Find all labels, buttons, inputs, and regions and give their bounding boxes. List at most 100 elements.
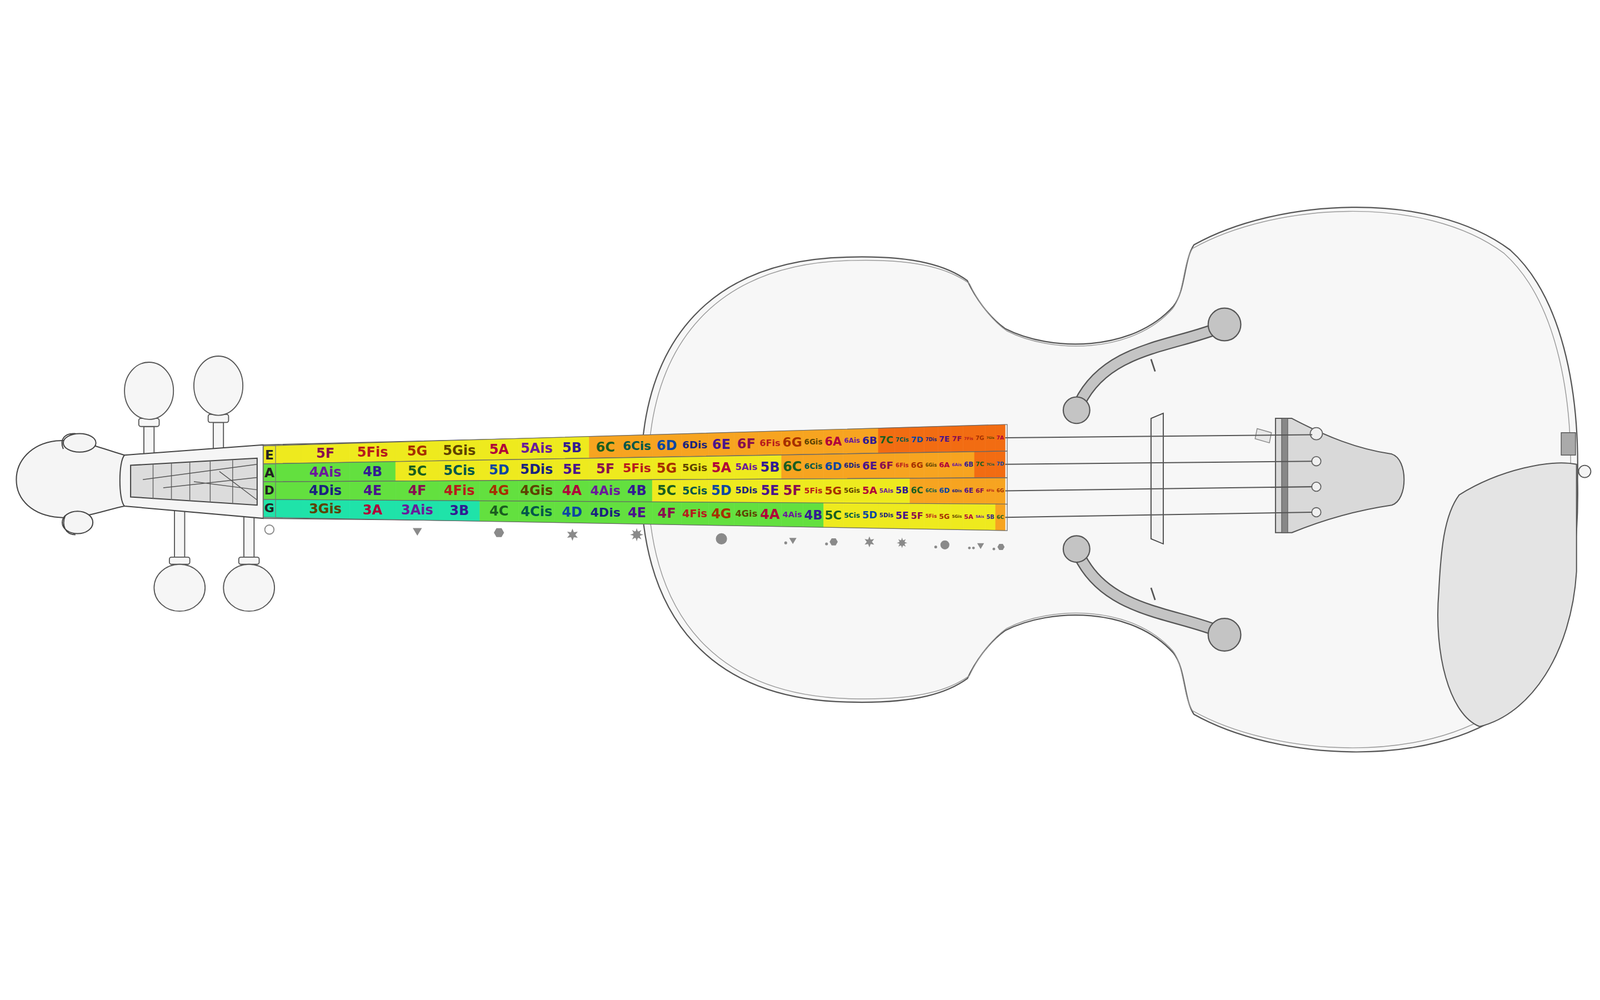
note-name: 5Gis [442, 443, 476, 458]
string-band-outline [263, 499, 1008, 531]
note-name: 5A [489, 442, 509, 457]
fingerboard-cell [681, 479, 709, 503]
fingerboard-cell [555, 436, 590, 459]
fingerboard-cell [395, 460, 439, 481]
fingerboard-cell [974, 477, 986, 504]
tuning-peg [238, 557, 260, 565]
note-name: 4Gis [520, 483, 553, 498]
fingerboard-cell [950, 477, 963, 504]
note-name: 5Gis [951, 514, 962, 519]
note-name: 5Cis [443, 463, 475, 478]
note-name: 5B [562, 441, 582, 455]
fingerboard-cell [861, 503, 879, 529]
fingerboard-cell [438, 439, 480, 461]
position-marker [992, 547, 996, 551]
note-name: 6Fis [986, 488, 994, 493]
fingerboard-cell [962, 503, 975, 530]
fingerboard-cell [758, 502, 782, 527]
tailpiece [1311, 482, 1322, 492]
note-name: 7E [938, 435, 950, 444]
fingerboard-cell [937, 452, 951, 479]
violin-string [1005, 486, 1313, 491]
note-name: 5Fis [925, 513, 938, 519]
fingerboard-cell [861, 428, 879, 454]
fingerboard-cell [910, 477, 925, 504]
fingerboard-cell [621, 479, 653, 502]
note-name: 7Dis [925, 437, 938, 442]
note-name: 6C [782, 460, 802, 474]
note-name: 4D [561, 505, 583, 519]
fingerboard-cell [349, 481, 396, 501]
fingerboard-cell [995, 477, 1005, 505]
fingerboard-cell [803, 502, 824, 528]
string-band-outline [263, 451, 1008, 482]
scroll-pegbox [63, 515, 76, 535]
string-name: G [264, 502, 275, 515]
note-name: 5Ais [735, 462, 758, 473]
fingerboard-cell [301, 499, 350, 519]
note-name: 4Fis [682, 508, 708, 519]
fingerboard-cell [518, 437, 555, 460]
fingerboard-cell [878, 503, 895, 529]
tailpiece [1275, 418, 1404, 533]
fingerboard-cell [985, 425, 995, 452]
note-name: 3B [449, 503, 469, 518]
tailpiece [1311, 456, 1322, 467]
position-marker [896, 537, 908, 549]
fingerboard-cell [781, 502, 804, 528]
tuning-peg [169, 557, 190, 565]
string-name: E [265, 448, 274, 462]
position-marker [715, 533, 727, 545]
note-name: 4F [407, 483, 427, 498]
fingerboard-cell [349, 500, 396, 520]
note-name: 7D [996, 461, 1004, 467]
note-name: 6Dis [951, 488, 962, 493]
note-name: 6C [596, 440, 615, 454]
fingerboard-cell [823, 429, 843, 455]
fingerboard-cell [861, 478, 879, 504]
note-name: 6Dis [843, 462, 860, 470]
position-marker [789, 537, 797, 544]
fingerboard-cell [924, 452, 939, 478]
fingerboard-cell [985, 451, 995, 478]
note-name: 5F [911, 511, 924, 521]
note-name: 4B [362, 465, 383, 479]
fingerboard-cell [910, 452, 925, 478]
note-name: 6Cis [622, 440, 652, 453]
violin-string [1005, 434, 1313, 438]
note-name: 6F [975, 487, 984, 494]
fingerboard-cell [974, 503, 986, 530]
note-name: 5D [488, 463, 510, 477]
fingerboard-cell [803, 430, 824, 455]
string-label-cell [263, 463, 276, 482]
position-marker [412, 528, 423, 537]
note-name: 6Gis [925, 462, 938, 468]
fingerboard-cell [555, 480, 590, 502]
fingerboard-cell [681, 502, 709, 526]
fingerboard-cell [480, 459, 519, 481]
violin-body [640, 207, 1578, 752]
fingerboard-cell [588, 501, 622, 524]
note-name: 4E [627, 506, 647, 520]
fingerboard-cell [878, 427, 895, 454]
position-marker [977, 543, 984, 549]
fingerboard-cell [395, 441, 439, 462]
fingerboard-cell [924, 503, 939, 529]
fingerboard-cell [823, 478, 843, 503]
note-name: 5Fis [622, 462, 652, 475]
note-name: 4A [760, 507, 780, 522]
fingerboard-cell [555, 501, 590, 523]
note-name: 4G [488, 483, 509, 498]
fingerboard-cell [950, 451, 963, 478]
violin-body [647, 211, 1571, 748]
note-name: 5E [760, 483, 779, 498]
note-name: 6B [963, 461, 974, 468]
position-marker [493, 528, 504, 538]
note-name: 6B [862, 435, 878, 446]
fingerboard-cell [985, 477, 995, 505]
fingerboard-cell [621, 434, 653, 458]
note-name: 6Ais [951, 462, 962, 467]
f-hole [1079, 556, 1223, 633]
note-name: 6E [963, 487, 974, 494]
string-name: A [264, 466, 275, 479]
